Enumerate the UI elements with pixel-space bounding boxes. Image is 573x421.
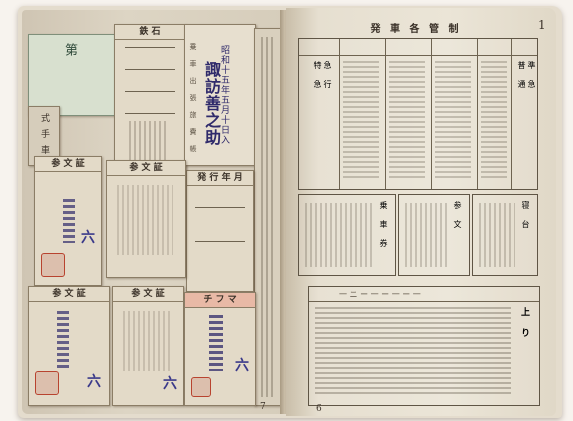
- mark-six: 六: [87, 374, 101, 390]
- mark-six: 六: [163, 376, 177, 392]
- coupon-f-signature: [57, 311, 69, 371]
- coupon-f: 参 文 証 六: [28, 286, 110, 406]
- page-title: 発 車 各 管 制: [370, 24, 462, 35]
- coupon-e-header: 参 文 証: [107, 161, 185, 176]
- coupon-h-signature: [209, 315, 223, 371]
- green-ticket-strip: 第: [28, 34, 116, 116]
- coupon-c: 発 行 年 月: [186, 170, 254, 292]
- notice-label-1: 乗 車 券: [379, 201, 388, 248]
- box-label-3: 普 通: [517, 61, 526, 89]
- coupon-d-header: 参 文 証: [35, 157, 101, 172]
- page-number: 1: [538, 18, 546, 32]
- red-stamp: [35, 371, 59, 395]
- coupon-e: 参 文 証: [106, 160, 186, 278]
- page-number-left: 7: [260, 402, 266, 412]
- coupon-h-header: チ フ マ: [185, 293, 255, 308]
- coupon-f-header: 参 文 証: [29, 287, 109, 302]
- coupon-h: チ フ マ 六: [184, 292, 256, 406]
- red-stamp: [41, 253, 65, 277]
- strip-label: 第: [62, 43, 77, 57]
- coupon-g-header: 参 文 証: [113, 287, 183, 302]
- label-2: 手: [39, 129, 49, 139]
- mark-six: 六: [81, 230, 95, 246]
- timetable-side-label: 上 り: [519, 307, 529, 338]
- coupon-a-header: 鉄 石: [115, 25, 185, 40]
- notice-label-3: 寝 台: [521, 201, 530, 229]
- handwritten-date: 昭和十五年五月十日入: [219, 45, 229, 145]
- notice-label-2: 参 文: [453, 201, 462, 229]
- coupon-g: 参 文 証 六: [112, 286, 184, 406]
- box-label-1: 特 急: [313, 61, 322, 89]
- coupon-d: 参 文 証 六: [34, 156, 102, 286]
- red-stamp: [191, 377, 211, 397]
- notice-box-1: 乗 車 券: [298, 194, 396, 276]
- handwritten-name: 諏訪善之助: [202, 61, 221, 146]
- label-3: 車: [39, 145, 49, 155]
- coupon-c-header: 発 行 年 月: [187, 171, 253, 186]
- fare-table-upper: 特 急 急 行 普 通 準 急: [298, 38, 538, 190]
- box-label-2: 急 行: [323, 61, 332, 89]
- coupon-a: 鉄 石: [114, 24, 186, 174]
- timetable-lower: 一 ニ ー 一 ー 一 ー 一 上 り: [308, 286, 540, 406]
- right-page: 発 車 各 管 制 1 特 急 急 行 普 通 準 急 乗 車 券 参 文: [286, 8, 556, 416]
- coupon-d-signature: [63, 199, 75, 243]
- vertical-strip: [254, 28, 282, 406]
- box-label-4: 準 急: [527, 61, 536, 89]
- page-number-right-bottom: 6: [316, 404, 322, 414]
- notice-box-3: 寝 台: [472, 194, 538, 276]
- mark-six: 六: [235, 358, 249, 374]
- label-1: 式: [39, 113, 49, 123]
- coupon-b-note: 乗 車 出 張 旅 費 帳: [189, 43, 197, 153]
- coupon-b: 乗 車 出 張 旅 費 帳 昭和十五年五月十日入 諏訪善之助: [184, 24, 256, 166]
- left-page: 第 式 手 車 鉄 石 乗 車 出 張 旅 費 帳 昭和十五年五月十日入 諏訪善…: [22, 10, 284, 414]
- book-gutter: [280, 10, 290, 414]
- timetable-header: 一 ニ ー 一 ー 一 ー 一: [339, 290, 421, 299]
- notice-box-2: 参 文: [398, 194, 470, 276]
